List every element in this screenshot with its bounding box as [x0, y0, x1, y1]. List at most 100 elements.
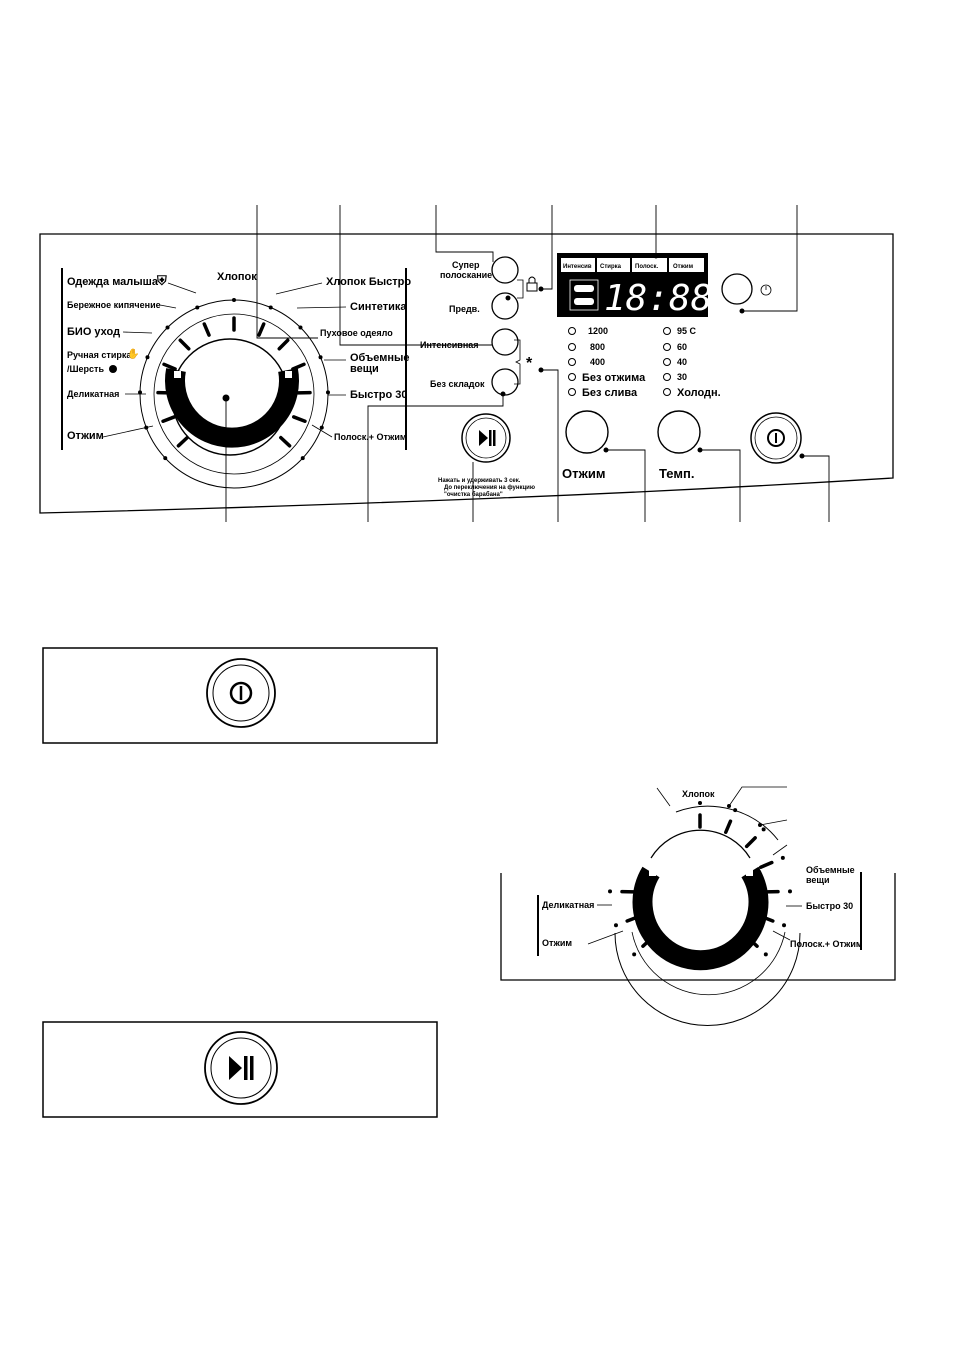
- spin-led: [569, 359, 576, 366]
- detail-marker-left: [649, 869, 656, 876]
- start-button-detail: [43, 1022, 437, 1117]
- temp-button[interactable]: [658, 411, 700, 453]
- program-label-cotton-quick: Хлопок Быстро: [326, 276, 411, 288]
- status-tabs: Интенсив Стирка Полоск. Отжим: [561, 258, 704, 272]
- callout-line: [760, 820, 787, 825]
- intensive-button[interactable]: [492, 329, 518, 355]
- option-label-prewash: Предв.: [449, 304, 480, 314]
- child-lock-icon: [527, 283, 537, 291]
- control-panel: Одежда малыша ⛨ Бережное кипячение БИО у…: [40, 234, 893, 513]
- temp-options: 95 C 60 40 30 Холодн.: [664, 326, 721, 399]
- program-label-gentle-boil: Бережное кипячение: [67, 300, 161, 310]
- wool-icon: [109, 365, 117, 373]
- leader-line: [657, 788, 670, 806]
- detail-label-delicate: Деликатная: [542, 900, 594, 910]
- program-label-rinse-spin: Полоск.+ Отжим: [334, 432, 407, 442]
- program-label-duvet: Пуховое одеяло: [320, 328, 393, 338]
- option-label-super-rinse-2: полоскание: [440, 270, 492, 280]
- temp-led: [664, 374, 671, 381]
- baby-clothes-icon: ⛨: [156, 273, 167, 288]
- dial-position-dot: [781, 856, 785, 860]
- dial-tick: [761, 863, 772, 868]
- leader-line: [297, 307, 346, 308]
- pause-bar-large-2: [250, 1056, 254, 1080]
- spin-options: 1200 800 400 Без отжима Без слива: [569, 326, 647, 399]
- status-tab-intensive: Интенсив: [563, 264, 592, 270]
- leader-line: [160, 305, 176, 308]
- callout-line: [541, 205, 552, 289]
- callout-line: [606, 450, 645, 522]
- callout-dot: [539, 287, 544, 292]
- callout-line: [773, 845, 787, 855]
- dial-marker-left: [174, 371, 181, 378]
- temp-led: [664, 359, 671, 366]
- callout-dot: [800, 454, 805, 459]
- dial-detail: Хлопок Объемные вещи Быстро 30 Полоск.+ …: [501, 787, 895, 1026]
- pause-bar-large-1: [244, 1056, 248, 1080]
- footnote-line-1: Нажать и удерживать 3 сек.: [438, 478, 521, 484]
- leader-line: [276, 283, 322, 294]
- callout-dot: [654, 254, 659, 259]
- dial-tick: [204, 324, 209, 335]
- delay-start-button[interactable]: [722, 274, 752, 304]
- leader-line: [103, 426, 153, 437]
- dial-tick: [180, 340, 188, 348]
- callout-line: [541, 370, 558, 522]
- callout-line: [700, 450, 740, 522]
- temp-option-40: 40: [677, 357, 687, 367]
- footnote-star: *: [526, 355, 533, 372]
- super-rinse-button[interactable]: [492, 257, 518, 283]
- program-label-synthetics: Синтетика: [350, 301, 407, 313]
- temp-option-cold: Холодн.: [677, 387, 721, 399]
- program-label-cotton: Хлопок: [217, 271, 257, 283]
- dial-position-dot: [166, 326, 170, 330]
- program-label-wool: /Шерсть: [67, 364, 104, 374]
- dial-position-dot: [195, 305, 199, 309]
- detail-top-arc: [676, 806, 778, 840]
- hand-wash-icon: ✋: [127, 347, 139, 360]
- spin-option-800: 800: [590, 342, 605, 352]
- prewash-button[interactable]: [492, 293, 518, 319]
- no-crease-button[interactable]: [492, 369, 518, 395]
- dial-tick: [747, 838, 755, 846]
- spin-led: [569, 389, 576, 396]
- dial-position-dot: [301, 456, 305, 460]
- dial-position-dot: [326, 390, 330, 394]
- detail-dial-grip: [643, 872, 759, 960]
- dial-position-dot: [320, 426, 324, 430]
- option-label-super-rinse: Супер: [452, 260, 480, 270]
- spin-led: [569, 328, 576, 335]
- callout-dot: [758, 823, 762, 827]
- cycle-indicator-icon: [574, 285, 594, 292]
- temp-option-95: 95 C: [677, 326, 697, 336]
- spin-button[interactable]: [566, 411, 608, 453]
- program-label-quick30: Быстро 30: [350, 389, 408, 401]
- dial-position-dot: [319, 355, 323, 359]
- spin-button-label: Отжим: [562, 466, 605, 481]
- dial-tick: [163, 417, 174, 421]
- detail-label-quick30: Быстро 30: [806, 901, 853, 911]
- callout-dot: [506, 296, 511, 301]
- detail-label-rinse-spin: Полоск.+ Отжим: [790, 939, 863, 949]
- callout-line: [257, 205, 318, 338]
- program-label-spin: Отжим: [67, 430, 104, 442]
- status-tab-wash: Стирка: [600, 264, 622, 270]
- spin-led: [569, 374, 576, 381]
- dial-tick: [259, 324, 264, 335]
- temp-option-60: 60: [677, 342, 687, 352]
- callout-dot: [698, 448, 703, 453]
- leader-line: [773, 931, 790, 940]
- temp-button-label: Темп.: [659, 466, 694, 481]
- dial-tick: [281, 438, 290, 446]
- callout-dot: [539, 368, 544, 373]
- detail-label-cotton: Хлопок: [682, 789, 715, 799]
- leader-line: [123, 332, 152, 333]
- detail-label-spin: Отжим: [542, 938, 572, 948]
- child-lock-shackle: [529, 277, 535, 283]
- spin-option-no-spin: Без отжима: [582, 372, 646, 384]
- dial-position-dot: [698, 801, 702, 805]
- dial-position-dot: [632, 952, 636, 956]
- dial-tick: [279, 340, 287, 348]
- detail-label-bulky-2: вещи: [806, 875, 830, 885]
